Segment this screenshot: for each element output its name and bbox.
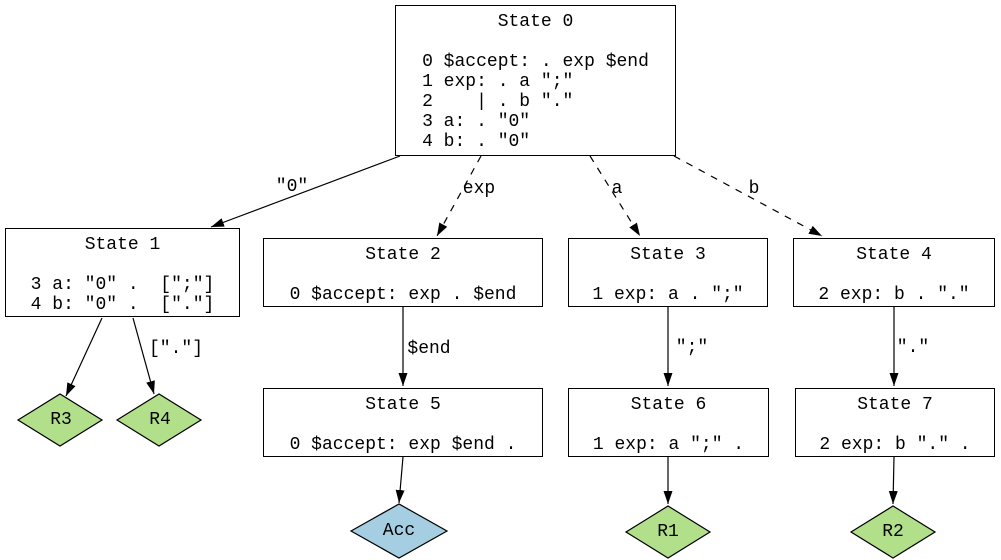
reduce-node-r3-label: R3 bbox=[50, 410, 72, 430]
edge-state0-state2 bbox=[436, 155, 482, 237]
state-node-5: State 5 0 $accept: exp $end . bbox=[263, 388, 543, 457]
state-title: State 4 bbox=[856, 245, 932, 265]
state-title: State 1 bbox=[84, 235, 161, 255]
state-rule: 3 a: "0" . [";"] bbox=[30, 275, 215, 295]
edge-label-end: $end bbox=[407, 339, 451, 359]
state-node-4: State 4 2 exp: b . "." bbox=[793, 238, 995, 307]
accept-node-label: Acc bbox=[382, 521, 416, 541]
state-rules: 2 exp: b "." . bbox=[819, 435, 970, 455]
state-rules: 3 a: "0" . [";"] 4 b: "0" . ["."] bbox=[31, 275, 215, 315]
state-title: State 2 bbox=[365, 245, 441, 265]
state-node-6: State 6 1 exp: a ";" . bbox=[568, 388, 769, 457]
state-rules: 0 $accept: exp . $end bbox=[290, 285, 517, 305]
state-rule: 1 exp: a . ";" bbox=[592, 285, 744, 305]
edge-label-shift-0: "0" bbox=[275, 177, 309, 197]
edge-state1-r3 bbox=[65, 317, 103, 397]
edge-state7-r2 bbox=[888, 456, 898, 505]
state-rule: 3 a: . "0" bbox=[422, 112, 531, 132]
reduce-node-r2 bbox=[849, 505, 937, 559]
edge-label-dot: "." bbox=[896, 338, 930, 358]
state-title: State 7 bbox=[857, 395, 933, 415]
state-rule: 2 exp: b . "." bbox=[818, 285, 970, 305]
edge-state0-state4 bbox=[673, 155, 823, 237]
state-rules: 0 $accept: . exp $end 1 exp: . a ";" 2 |… bbox=[422, 52, 649, 152]
edge-state0-state1 bbox=[210, 155, 401, 228]
state-node-1: State 1 3 a: "0" . [";"] 4 b: "0" . ["."… bbox=[5, 228, 240, 317]
reduce-node-r3 bbox=[16, 393, 104, 447]
edge-label-semicolon: ";" bbox=[675, 338, 709, 358]
state-rule: 0 $accept: . exp $end bbox=[422, 52, 649, 72]
accept-node bbox=[349, 503, 449, 559]
state-rule: 1 exp: a ";" . bbox=[592, 435, 745, 455]
state-rules: 2 exp: b . "." bbox=[818, 285, 969, 305]
state-title: State 5 bbox=[365, 395, 441, 415]
edge-label-lookahead-dot: ["."] bbox=[148, 339, 204, 359]
reduce-node-r1-label: R1 bbox=[657, 522, 679, 542]
edge-label-goto-exp: exp bbox=[462, 179, 496, 199]
edge-state1-r4 bbox=[132, 317, 155, 395]
edge-state0-state3 bbox=[589, 155, 641, 237]
edge-label-goto-b: b bbox=[748, 179, 760, 199]
state-node-3: State 3 1 exp: a . ";" bbox=[568, 238, 768, 307]
reduce-node-r4-label: R4 bbox=[149, 410, 171, 430]
state-rules: 1 exp: a . ";" bbox=[592, 285, 743, 305]
state-rule: 4 b: "0" . ["."] bbox=[30, 295, 215, 315]
reduce-node-r4 bbox=[115, 393, 203, 447]
state-rule: 2 exp: b "." . bbox=[819, 435, 971, 455]
state-rules: 1 exp: a ";" . bbox=[593, 435, 744, 455]
state-node-0: State 0 0 $accept: . exp $end 1 exp: . a… bbox=[395, 5, 676, 156]
state-node-7: State 7 2 exp: b "." . bbox=[795, 388, 995, 457]
state-title: State 6 bbox=[630, 395, 707, 415]
reduce-node-r1 bbox=[624, 505, 712, 559]
edge-label-goto-a: a bbox=[611, 179, 623, 199]
state-rules: 0 $accept: exp $end . bbox=[290, 435, 517, 455]
state-rule: 4 b: . "0" bbox=[422, 132, 531, 152]
state-title: State 3 bbox=[630, 245, 706, 265]
reduce-node-r2-label: R2 bbox=[882, 522, 904, 542]
state-rule: 1 exp: . a ";" bbox=[422, 72, 574, 92]
state-node-2: State 2 0 $accept: exp . $end bbox=[263, 238, 543, 307]
state-rule: 0 $accept: exp . $end bbox=[289, 285, 517, 305]
state-rule: 0 $accept: exp $end . bbox=[289, 435, 517, 455]
edge-state5-acc bbox=[395, 456, 405, 504]
state-title: State 0 bbox=[497, 12, 574, 32]
state-rule: 2 | . b "." bbox=[422, 92, 574, 112]
